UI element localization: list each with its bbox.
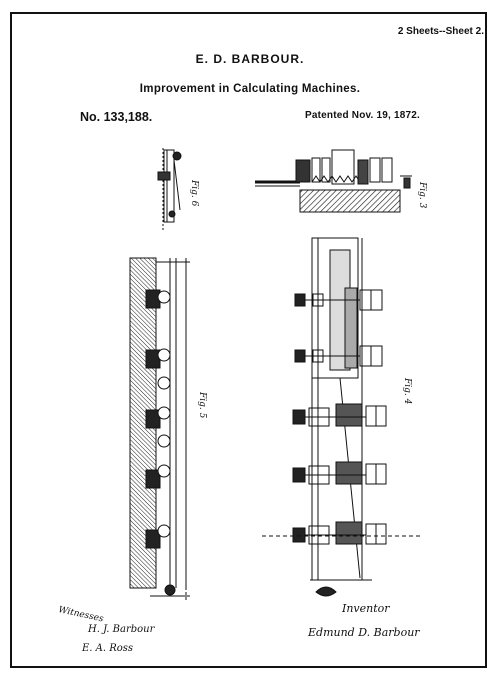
wheel-row — [292, 461, 387, 485]
fig-3-drawing — [255, 149, 412, 213]
patent-number: No. 133,188. — [80, 110, 153, 124]
wheel-row — [294, 289, 383, 311]
patent-sheet-border — [10, 12, 487, 668]
fig-6-label: Fig. 6 — [189, 179, 199, 207]
inventor-label: Inventor — [341, 602, 390, 615]
witnesses-label: Witnesses — [57, 605, 104, 624]
inventor-signature: Edmund D. Barbour — [307, 626, 420, 639]
witness-1-signature: H. J. Barbour — [87, 624, 156, 635]
fig-5-drawing — [129, 257, 190, 600]
witness-block: Witnesses H. J. Barbour E. A. Ross — [57, 605, 155, 654]
fig-6-drawing — [157, 148, 182, 232]
fig-3-label: Fig. 3 — [417, 181, 427, 209]
patent-title: Improvement in Calculating Machines. — [139, 83, 361, 95]
patent-date: Patented Nov. 19, 1872. — [305, 110, 421, 121]
fig-4-label: Fig. 4 — [402, 377, 412, 405]
inventor-name: E. D. BARBOUR. — [195, 52, 305, 66]
wheel-row — [292, 521, 387, 545]
sheet-count: 2 Sheets--Sheet 2. — [397, 26, 484, 37]
witness-2-signature: E. A. Ross — [81, 643, 133, 654]
wheel-row — [292, 403, 387, 427]
fig-4-drawing — [262, 237, 420, 597]
inventor-block: Inventor Edmund D. Barbour — [307, 602, 420, 639]
fig-5-label: Fig. 5 — [197, 391, 207, 419]
wheel-row — [294, 345, 383, 367]
